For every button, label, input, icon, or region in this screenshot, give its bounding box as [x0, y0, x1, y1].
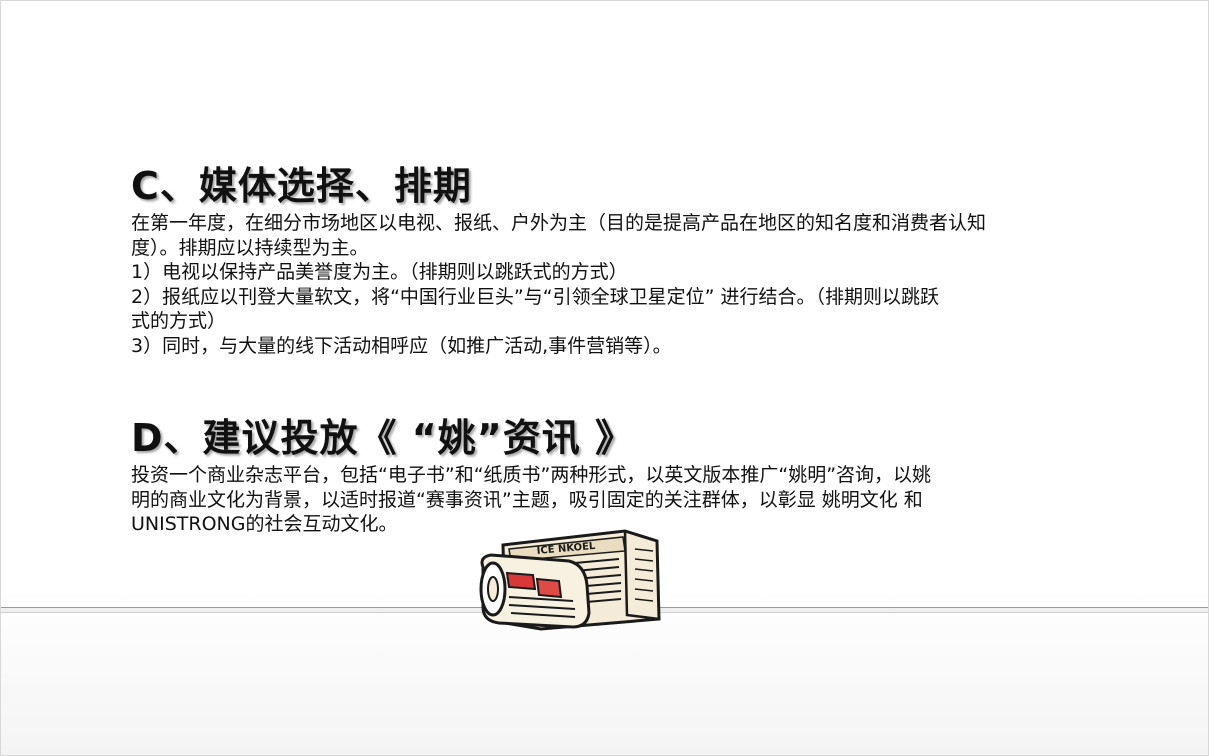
section-d-heading: D、建议投放《 “姚”资讯 》 [131, 416, 634, 460]
section-c-body: 在第一年度，在细分市场地区以电视、报纸、户外为主（目的是提高产品在地区的知名度和… [131, 211, 1091, 358]
section-c-line: 式的方式） [131, 310, 227, 332]
section-d-line: 投资一个商业杂志平台，包括“电子书”和“纸质书”两种形式，以英文版本推广“姚明”… [131, 464, 932, 486]
section-d-line: UNISTRONG的社会互动文化。 [131, 513, 398, 535]
newspaper-masthead: ICE NKOEL [536, 541, 596, 557]
section-c-line: 3）同时，与大量的线下活动相呼应（如推广活动,事件营销等）。 [131, 334, 672, 357]
section-d-line: 明的商业文化为背景，以适时报道“赛事资讯”主题，吸引固定的关注群体，以彰显 姚明… [131, 488, 923, 511]
section-c-line: 2）报纸应以刊登大量软文，将“中国行业巨头”与“引领全球卫星定位” 进行结合。（… [131, 285, 940, 308]
section-c-line: 1）电视以保持产品美誉度为主。（排期则以跳跃式的方式） [131, 261, 628, 283]
section-c-heading: C、媒体选择、排期 [131, 164, 472, 208]
section-c-line: 度）。排期应以持续型为主。 [131, 236, 369, 259]
newspaper-icon: ICE NKOEL [475, 527, 665, 631]
section-d-body: 投资一个商业杂志平台，包括“电子书”和“纸质书”两种形式，以英文版本推广“姚明”… [131, 463, 1091, 537]
section-c-line: 在第一年度，在细分市场地区以电视、报纸、户外为主（目的是提高产品在地区的知名度和… [131, 212, 987, 234]
